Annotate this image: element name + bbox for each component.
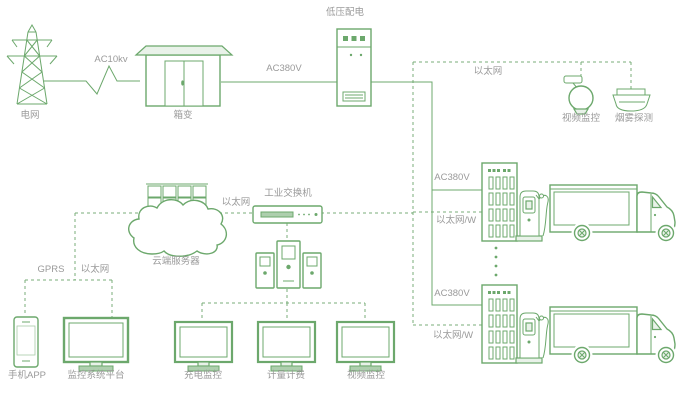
label-video-monitor-bottom: 视频监控 [346,370,385,381]
label-lv-distribution: 低压配电 [325,7,364,18]
label-grid: 电网 [20,110,40,121]
platform-monitor-icon [62,316,130,372]
label-cloud-server: 云端服务器 [152,256,200,267]
lv-distribution-cabinet-icon [336,28,372,107]
power-lines [44,64,482,306]
video-monitor-screen-icon [335,320,396,372]
label-smoke-detector: 烟雾探测 [614,113,653,124]
label-ethernet-top: 以太网 [473,66,503,77]
label-ethernet-w-station1: 以太网/W [435,215,477,226]
label-ethernet-mid: 以太网 [221,197,251,208]
label-ac380v-main: AC380V [266,63,302,74]
label-metering-billing: 计量计费 [266,370,305,381]
repeat-ellipsis [494,246,498,277]
label-transformer: 箱变 [173,110,193,121]
power-grid-tower-icon [6,23,58,105]
metering-billing-screen-icon [256,320,317,372]
label-ac10kv: AC10kv [94,54,128,65]
box-transformer-icon [134,45,234,107]
label-monitor-platform: 监控系统平台 [67,370,125,381]
label-gprs: GPRS [37,264,65,275]
ethernet-lines [24,61,632,326]
industrial-switch-icon [252,205,323,224]
phone-icon [13,316,39,368]
charging-monitor-screen-icon [173,320,234,372]
video-camera-icon [563,75,594,115]
label-charging-monitor: 充电监控 [183,370,222,381]
label-phone-app: 手机APP [7,370,46,381]
label-ac380v-station2: AC380V [434,288,470,299]
label-industrial-switch: 工业交换机 [264,188,312,199]
label-ethernet-left: 以太网 [80,264,110,275]
smoke-detector-icon [612,88,651,112]
cloud-server-icon [128,183,228,257]
label-ethernet-w-station2: 以太网/W [432,330,474,341]
server-towers-icon [255,240,322,289]
label-video-monitor-top: 视频监控 [561,113,600,124]
label-ac380v-station1: AC380V [434,172,470,183]
charging-station-2 [481,284,678,367]
charging-station-1 [481,162,678,245]
